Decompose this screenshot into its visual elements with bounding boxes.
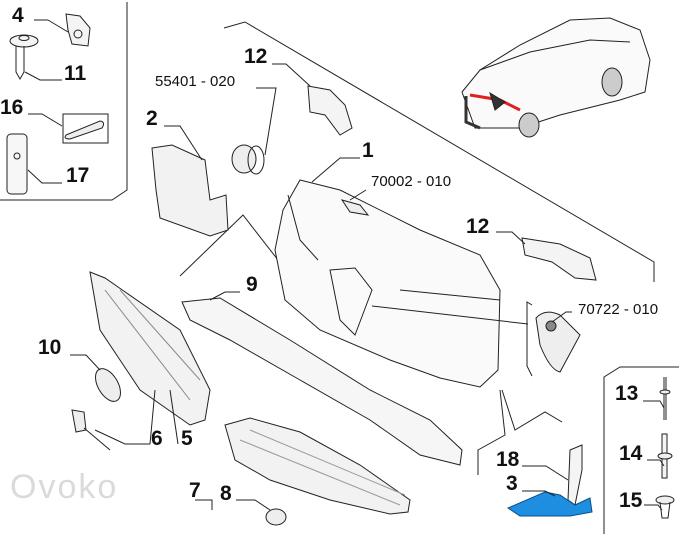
callout-12-lower: 12 [466, 215, 490, 238]
callout-3: 3 [506, 472, 518, 495]
deflector-part-3-highlighted [506, 491, 593, 517]
callout-70002-010: 70002 - 010 [371, 173, 452, 190]
front-bumper-part-1 [274, 179, 501, 388]
clip-70002-010 [340, 199, 370, 216]
callout-1: 1 [362, 139, 374, 162]
callout-15: 15 [619, 489, 643, 512]
callout-7: 7 [189, 479, 201, 502]
callout-55401-020: 55401 - 020 [155, 73, 236, 90]
callout-70722-010: 70722 - 010 [578, 301, 659, 318]
group-bracket-top [223, 21, 655, 282]
callout-17: 17 [66, 164, 90, 187]
reinforcement-part-9 [181, 297, 463, 466]
group-bracket-bottom [501, 389, 563, 431]
inset-box-right [603, 366, 679, 534]
rivet-part-14 [657, 433, 673, 479]
fog-lamp-55401-020 [231, 144, 257, 174]
callout-9: 9 [246, 273, 258, 296]
bracket-part-12-upper [307, 85, 353, 136]
group-bracket-left [179, 214, 279, 277]
cover-part-10 [95, 368, 121, 402]
bracket-part-12-lower [521, 237, 597, 281]
vehicle-illustration [461, 17, 651, 138]
group-bracket-18 [477, 389, 506, 475]
callout-14: 14 [619, 442, 643, 465]
watermark: Ovoko [10, 468, 119, 506]
tow-cap-part-6 [71, 409, 87, 433]
callout-11: 11 [64, 62, 87, 85]
callout-16: 16 [0, 96, 24, 119]
callout-13: 13 [615, 382, 639, 405]
spray-can-part-17 [6, 133, 28, 195]
callout-2: 2 [146, 107, 158, 130]
emblem-grille-70722-010 [535, 311, 581, 373]
rivet-part-13 [659, 377, 671, 420]
cap-part-8 [265, 508, 287, 526]
bracket-part-18 [567, 444, 583, 506]
callout-18: 18 [496, 448, 520, 471]
callout-8: 8 [220, 482, 232, 505]
callout-12-upper: 12 [244, 45, 268, 68]
part-16-box [62, 113, 109, 144]
callout-6: 6 [151, 427, 163, 450]
callout-5: 5 [181, 427, 193, 450]
push-clip-part-15 [655, 495, 675, 519]
inset-box-left [0, 2, 128, 201]
bracket-part-2 [151, 144, 229, 237]
callout-4: 4 [12, 4, 24, 27]
callout-10: 10 [38, 336, 62, 359]
